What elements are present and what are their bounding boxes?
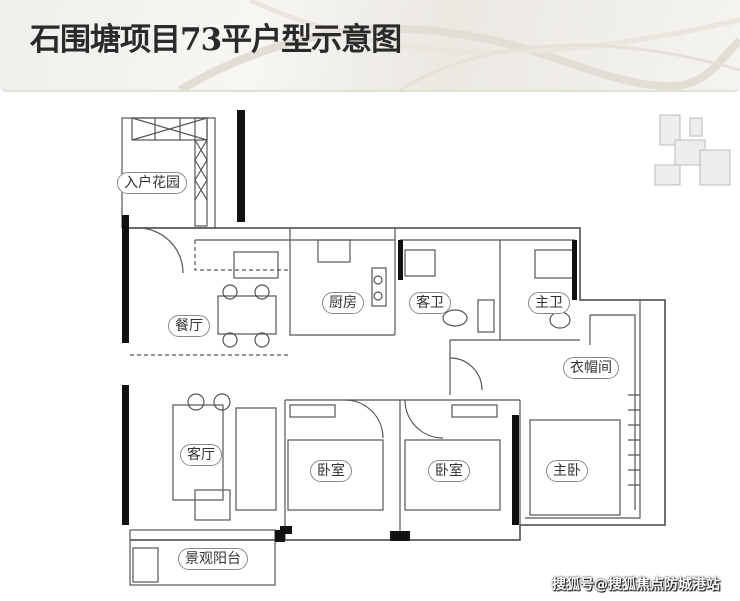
room-label-balcony: 景观阳台 xyxy=(178,548,248,570)
balcony-area xyxy=(129,529,276,586)
key-plan xyxy=(654,114,731,186)
watermark: 搜狐号@搜狐焦点防城港站 xyxy=(552,577,720,593)
room-label-master-bath: 主卫 xyxy=(528,292,570,314)
decorative-wave xyxy=(177,0,740,90)
room-label-cloakroom: 衣帽间 xyxy=(563,357,619,379)
floor-plan xyxy=(121,110,731,586)
room-label-guest-bath: 客卫 xyxy=(409,292,451,314)
room-label-living: 客厅 xyxy=(180,444,222,466)
room-label-entry-garden: 入户花园 xyxy=(117,172,187,194)
room-label-master-bedroom: 主卧 xyxy=(546,460,588,482)
header-banner: 石围塘项目73平户型示意图 xyxy=(0,0,740,92)
page-title: 石围塘项目73平户型示意图 xyxy=(30,22,402,58)
room-label-kitchen: 厨房 xyxy=(322,292,364,314)
room-label-dining: 餐厅 xyxy=(168,315,210,337)
room-label-bedroom-1: 卧室 xyxy=(310,460,352,482)
room-label-bedroom-2: 卧室 xyxy=(428,460,470,482)
